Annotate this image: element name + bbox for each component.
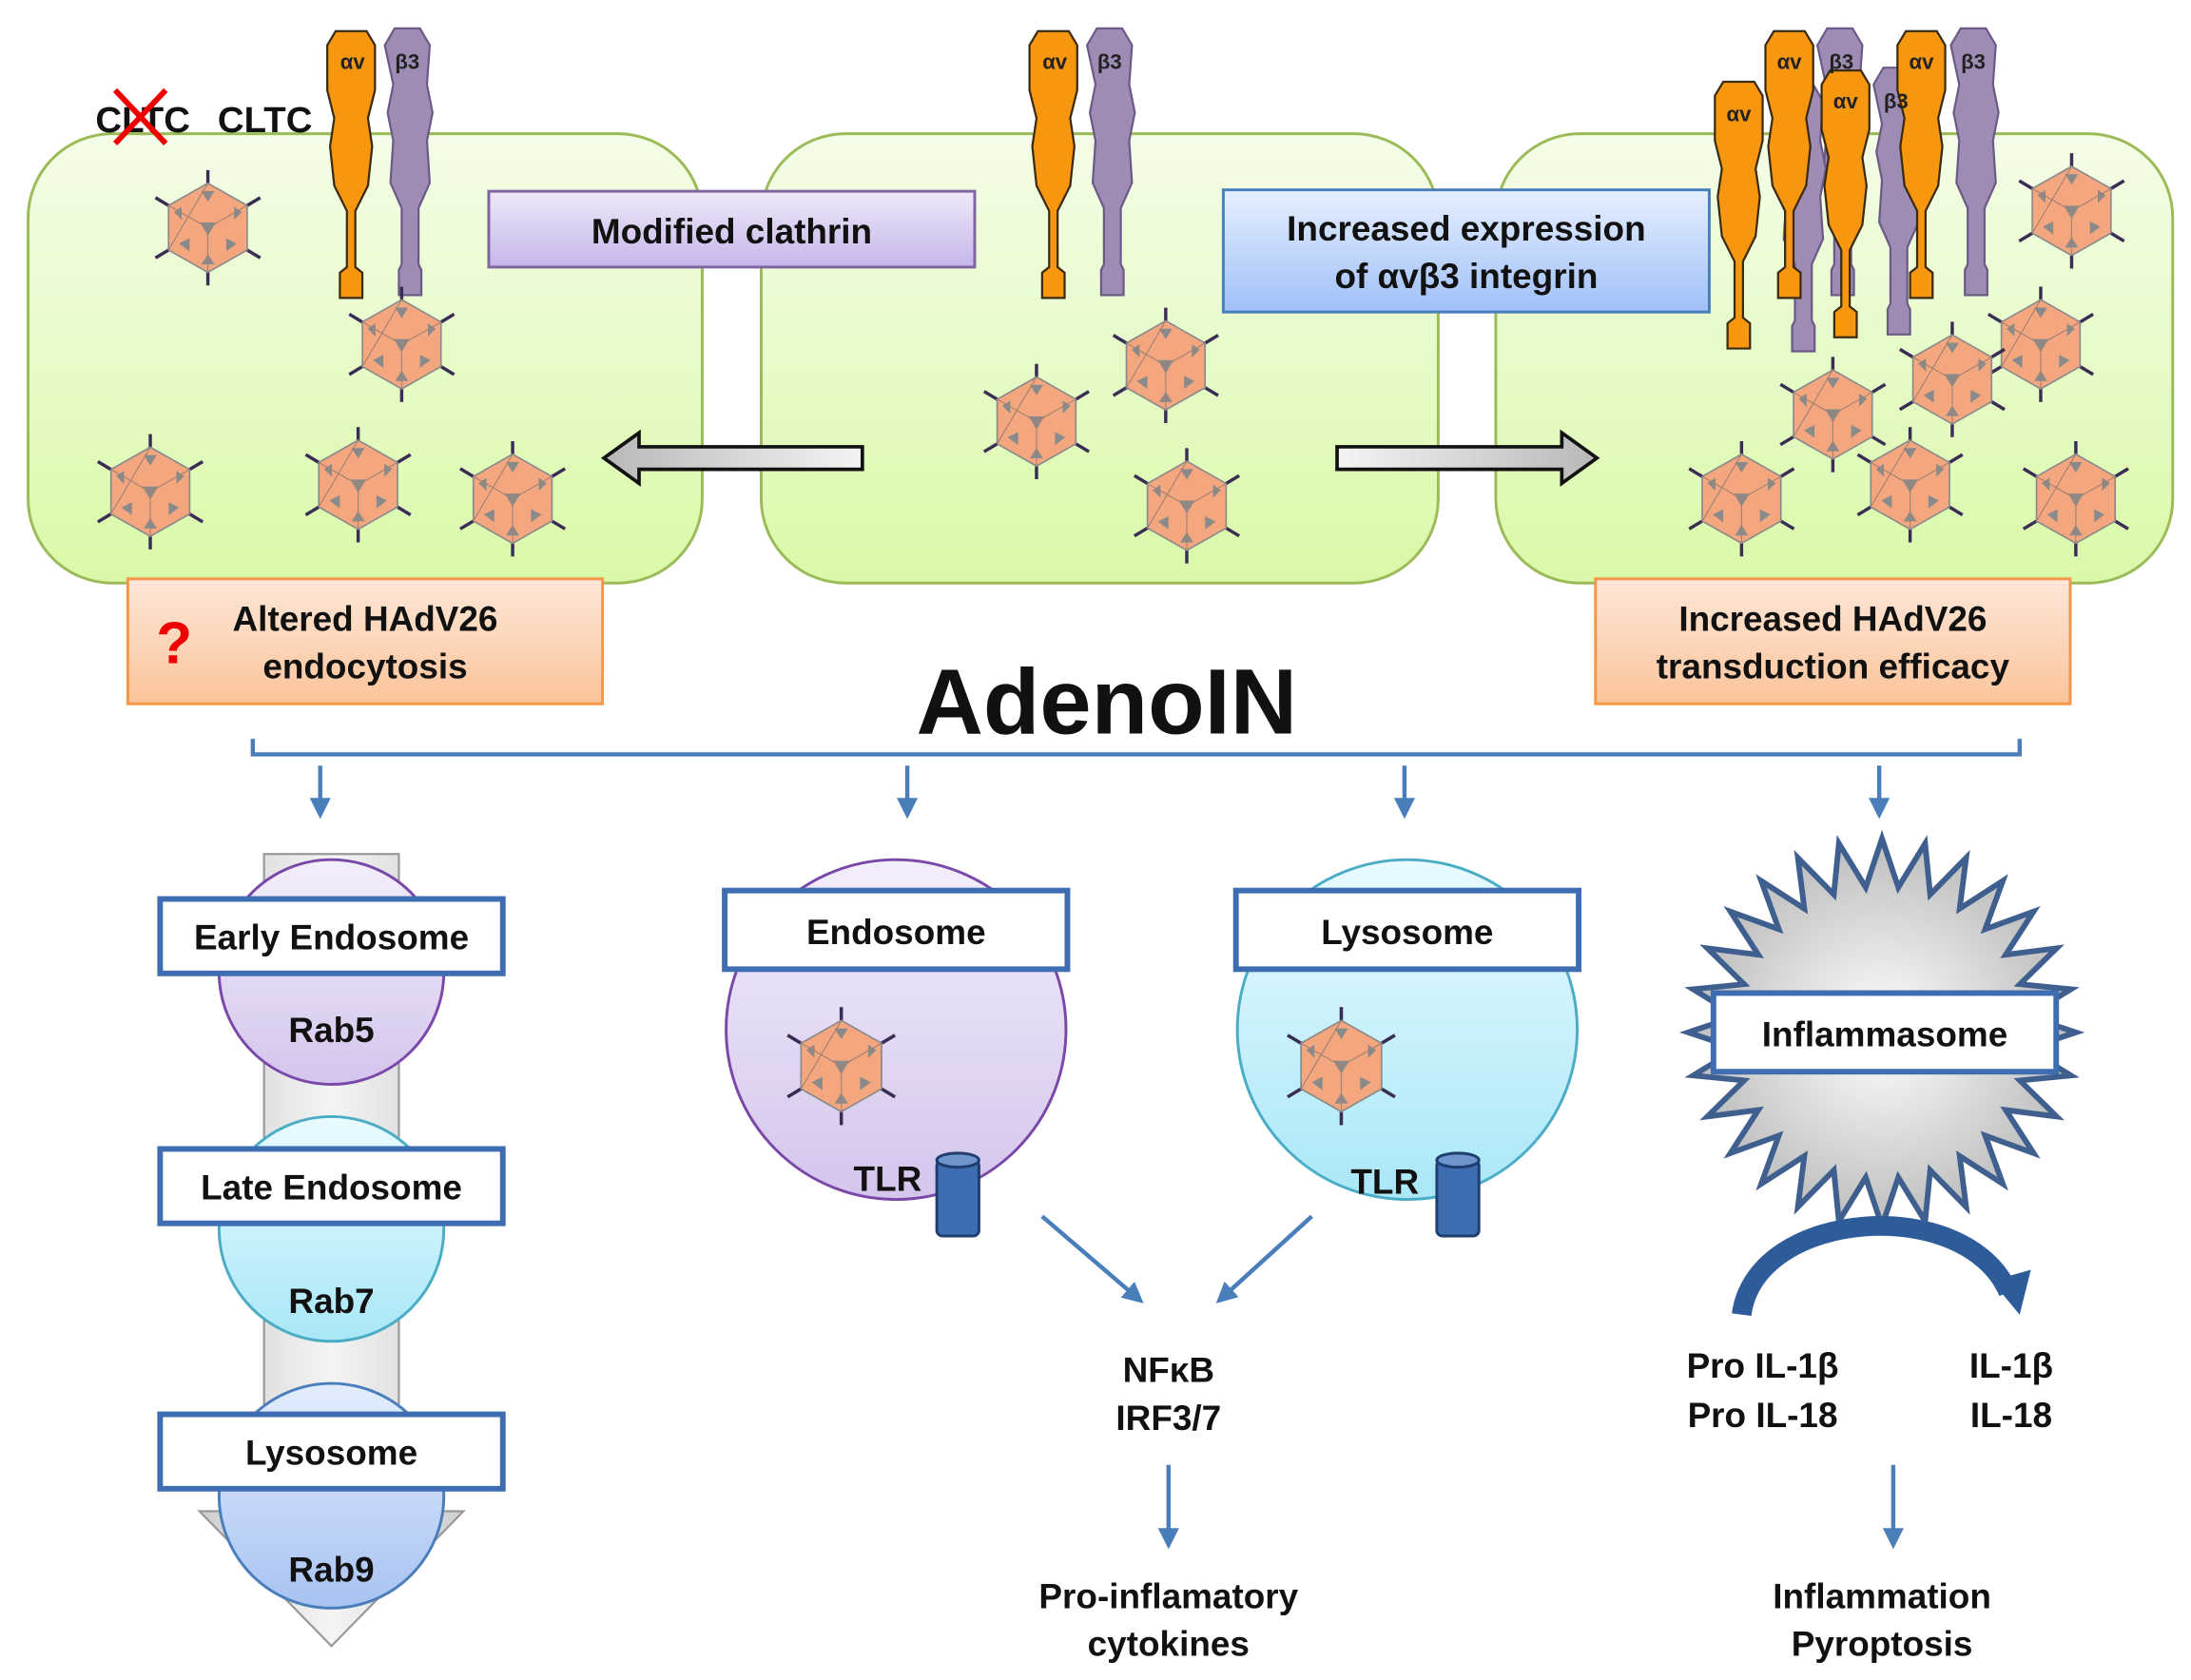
lysosome-box [1232, 887, 1582, 973]
cltc-label: CLTC [218, 100, 313, 141]
altered-endocytosis-line2: endocytosis [262, 647, 467, 686]
late-endosome-box [157, 1146, 506, 1226]
modified-clathrin-box [487, 189, 977, 269]
pro-il1b-label: Pro IL-1β [1687, 1346, 1839, 1385]
increased-expression-box [1221, 188, 1711, 314]
red-cross-icon [112, 87, 168, 145]
early-endosome-label: Early Endosome [194, 918, 469, 957]
tlr-label-endosome: TLR [854, 1160, 922, 1199]
integrin-alpha-label: αv [1726, 102, 1752, 126]
increased-expression-line1: Increased expression [1287, 209, 1645, 248]
integrin-left: αv β3 [326, 27, 434, 299]
cytokines-line1: Pro-inflamatory [1038, 1576, 1298, 1615]
arrow-icon [1215, 1214, 1313, 1303]
increased-transduction-line1: Increased HAdV26 [1678, 599, 1987, 638]
endosome-label: Endosome [806, 913, 986, 952]
right-arrow-icon [1335, 429, 1600, 487]
down-arrows [309, 765, 1890, 820]
outcome-line2: Pyroptosis [1792, 1625, 1973, 1664]
curved-arrow-head [1991, 1269, 2031, 1315]
increased-expression-line2: of αvβ3 integrin [1334, 257, 1598, 296]
late-endosome-label: Late Endosome [201, 1168, 462, 1207]
outcome-line1: Inflammation [1773, 1576, 1991, 1615]
inflammasome-box [1710, 990, 2060, 1075]
irf-label: IRF3/7 [1115, 1399, 1221, 1438]
altered-endocytosis-box [126, 577, 605, 705]
increased-transduction-box [1594, 577, 2072, 705]
integrin-beta-label: β3 [1884, 89, 1909, 113]
arrow-icon [1040, 1214, 1144, 1303]
lysosome-box-left [157, 1411, 506, 1492]
rab9-label: Rab9 [288, 1550, 374, 1589]
integrin-alpha-label: αv [1909, 50, 1934, 74]
integrin-alpha-label: αv [1042, 50, 1068, 74]
il18-label: IL-18 [1970, 1396, 2052, 1435]
integrin-middle: αv β3 [1028, 27, 1136, 299]
curved-arrow-icon [1732, 1216, 2018, 1317]
integrin-beta-label: β3 [395, 50, 419, 74]
pro-il18-label: Pro IL-18 [1688, 1396, 1838, 1435]
signal-arrows [1040, 1214, 1904, 1550]
integrin-beta-label: β3 [1097, 50, 1122, 74]
integrin-alpha-label: αv [1833, 89, 1859, 113]
question-mark-icon: ? [156, 610, 192, 676]
tlr-receptor-icon [935, 1151, 980, 1238]
rab5-label: Rab5 [288, 1011, 374, 1050]
cytokines-line2: cytokines [1088, 1625, 1250, 1664]
altered-endocytosis-line1: Altered HAdV26 [233, 599, 498, 638]
left-arrow-icon [600, 429, 864, 487]
il1b-label: IL-1β [1969, 1346, 2053, 1385]
integrin-beta-label: β3 [1829, 50, 1853, 74]
modified-clathrin-label: Modified clathrin [591, 212, 872, 251]
endosome-box [722, 887, 1071, 973]
inflammasome-label: Inflammasome [1762, 1015, 2007, 1054]
bracket [250, 739, 2023, 757]
rab7-label: Rab7 [288, 1282, 374, 1321]
tlr-label-lysosome: TLR [1350, 1163, 1419, 1202]
increased-transduction-line2: transduction efficacy [1657, 647, 2010, 686]
nfkb-label: NFκB [1123, 1351, 1214, 1390]
integrin-beta-label: β3 [1961, 50, 1986, 74]
integrin-alpha-label: αv [1777, 50, 1803, 74]
early-endosome-box [157, 896, 506, 976]
integrin-right-cluster: αv αv β3 αv β3 αv β3 [1714, 27, 2000, 353]
title: AdenoIN [916, 649, 1297, 753]
lysosome-left-label: Lysosome [245, 1434, 417, 1473]
lysosome-label: Lysosome [1321, 913, 1493, 952]
tlr-receptor-icon [1435, 1151, 1481, 1238]
integrin-alpha-label: αv [340, 50, 366, 74]
